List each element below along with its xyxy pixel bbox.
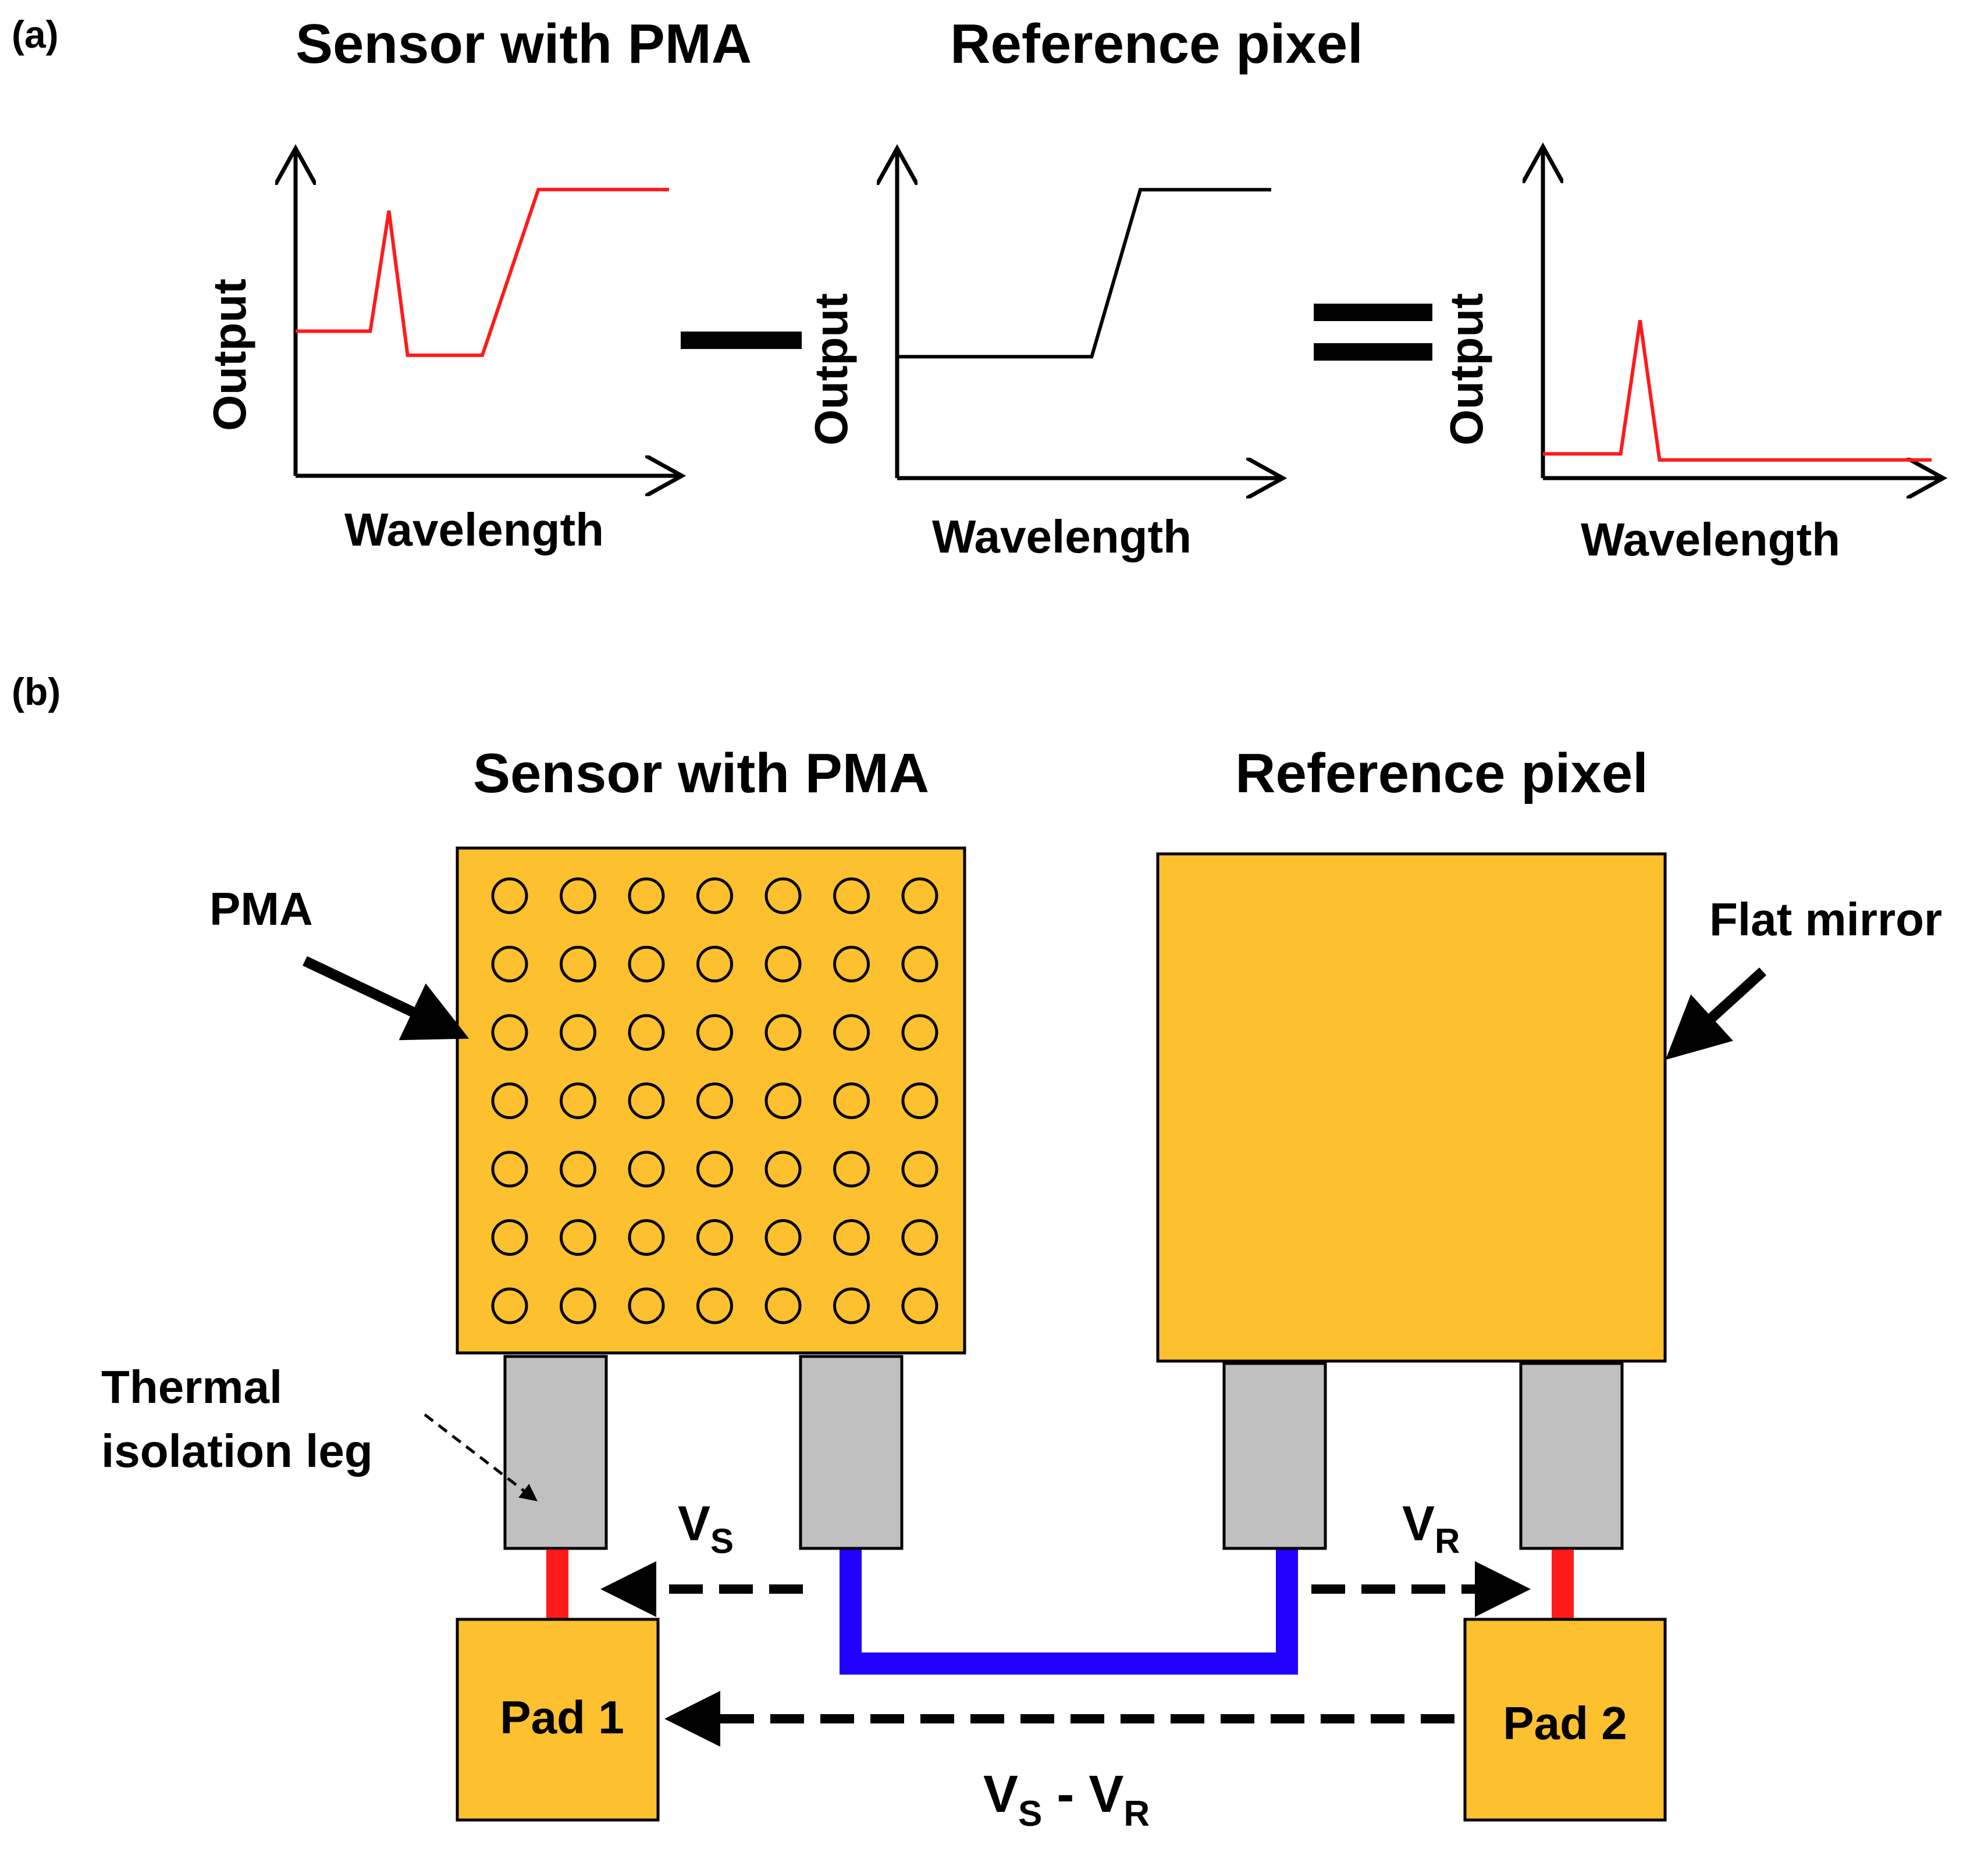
pma-hole — [560, 1219, 596, 1256]
pma-hole — [491, 1219, 528, 1256]
pma-arrow — [303, 956, 470, 1041]
plot-difference-xlabel: Wavelength — [1581, 514, 1840, 565]
pma-hole — [628, 1014, 665, 1051]
vs-label: VS — [678, 1496, 734, 1561]
pma-hole — [560, 1082, 596, 1119]
pma-hole — [833, 1082, 870, 1119]
pma-hole — [628, 946, 665, 982]
pma-hole — [901, 1014, 938, 1051]
pma-hole — [833, 1219, 870, 1256]
thermal-label-line2: isolation leg — [101, 1425, 373, 1477]
pma-hole — [696, 1219, 733, 1256]
pma-hole — [628, 877, 665, 914]
pma-hole — [628, 1082, 665, 1119]
pma-hole — [491, 877, 528, 914]
pma-hole — [628, 1151, 665, 1188]
thermal-leg-reference-left — [1222, 1362, 1327, 1550]
pma-hole — [696, 877, 733, 914]
pma-hole — [833, 1287, 870, 1324]
reference-pixel-body — [1156, 852, 1667, 1363]
plot-sensor-ylabel: Output — [204, 279, 255, 431]
pma-hole — [901, 1151, 938, 1188]
pad-1-label: Pad 1 — [500, 1691, 624, 1743]
thermal-leg-sensor-right — [799, 1355, 904, 1550]
pma-hole — [560, 1151, 596, 1188]
plot-reference-ylabel: Output — [805, 293, 857, 446]
pma-hole — [560, 877, 596, 914]
pma-hole — [901, 1219, 938, 1256]
pma-hole — [560, 1287, 596, 1324]
pma-hole — [491, 1014, 528, 1051]
pma-hole — [696, 1082, 733, 1119]
pma-hole — [696, 1151, 733, 1188]
pma-hole — [833, 946, 870, 982]
thermal-leg-reference-right — [1519, 1362, 1624, 1550]
pma-hole — [491, 1151, 528, 1188]
pma-hole — [764, 946, 802, 982]
pma-hole — [628, 1219, 665, 1256]
panel-a-title-reference: Reference pixel — [950, 13, 1363, 75]
plot-reference-axes — [897, 148, 1283, 478]
plot-difference-axes — [1543, 147, 1943, 478]
pma-hole — [696, 1287, 733, 1324]
pma-hole — [833, 1151, 870, 1188]
pma-hole — [491, 1287, 528, 1324]
pma-hole — [901, 1082, 938, 1119]
pma-hole — [560, 946, 596, 982]
vr-label: VR — [1402, 1496, 1460, 1561]
plot-sensor-axes — [296, 148, 682, 476]
pad1-connector — [546, 1550, 568, 1619]
plot-difference-ylabel: Output — [1441, 293, 1492, 446]
pad-2-label: Pad 2 — [1503, 1697, 1627, 1749]
panel-a-title-sensor: Sensor with PMA — [296, 13, 752, 75]
equals-operator — [1314, 304, 1432, 361]
plot-reference-curve — [897, 188, 1271, 359]
pma-hole — [901, 946, 938, 982]
pad-2 — [1463, 1618, 1667, 1822]
pma-hole — [901, 1287, 938, 1324]
thermal-leg-sensor-left — [503, 1355, 608, 1550]
pma-hole — [833, 1014, 870, 1051]
pma-hole — [696, 1014, 733, 1051]
thermal-label-line1: Thermal — [101, 1361, 282, 1413]
sensor-pma-body — [456, 846, 966, 1355]
pma-hole — [764, 1151, 802, 1188]
plot-reference-xlabel: Wavelength — [932, 511, 1192, 562]
panel-b-label: (b) — [12, 670, 61, 713]
pma-hole — [764, 877, 802, 914]
minus-operator — [681, 332, 802, 349]
pma-hole — [764, 1082, 802, 1119]
panel-b-title-sensor: Sensor with PMA — [473, 742, 929, 804]
pma-hole — [491, 946, 528, 982]
pma-hole — [764, 1014, 802, 1051]
interconnect-wire — [840, 1548, 1298, 1675]
panel-b-title-reference: Reference pixel — [1235, 742, 1648, 804]
plot-sensor-xlabel: Wavelength — [344, 504, 604, 555]
pma-label: PMA — [209, 883, 313, 935]
pma-hole-grid — [491, 877, 938, 1324]
pma-hole — [764, 1219, 802, 1256]
pma-hole — [560, 1014, 596, 1051]
panel-a-label: (a) — [12, 13, 59, 56]
pma-hole — [764, 1287, 802, 1324]
pma-hole — [901, 877, 938, 914]
plot-difference-curve — [1543, 320, 1932, 462]
vdiff-label: VS - VR — [983, 1765, 1150, 1834]
pma-hole — [628, 1287, 665, 1324]
pad2-connector — [1552, 1550, 1574, 1619]
thermal-arrow — [424, 1413, 538, 1502]
plot-sensor-curve — [296, 187, 669, 357]
pma-hole — [833, 877, 870, 914]
pma-hole — [491, 1082, 528, 1119]
pma-hole — [696, 946, 733, 982]
pad-1 — [456, 1618, 660, 1822]
flat-mirror-arrow — [1665, 967, 1767, 1060]
flat-mirror-label: Flat mirror — [1709, 893, 1942, 945]
